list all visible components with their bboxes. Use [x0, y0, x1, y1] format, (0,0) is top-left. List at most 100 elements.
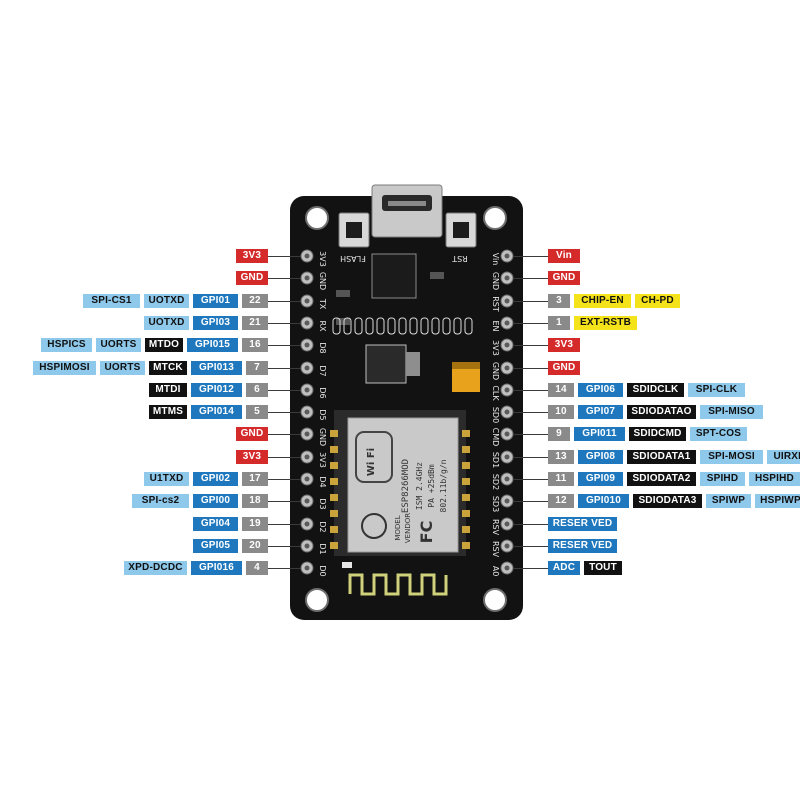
pin-label-sdiodata2: SDIODATA2	[627, 472, 696, 486]
module-model-label: MODEL	[394, 515, 402, 540]
pin-label-gpi00: GPI00	[193, 494, 238, 508]
header-pin-hole	[504, 409, 510, 415]
pin-label-hspics: HSPICS	[41, 338, 92, 352]
silk-clk: CLK	[491, 385, 500, 401]
pin-label-gpi015: GPI015	[187, 338, 238, 352]
silk-sd3: SD3	[491, 496, 500, 512]
pin-label-uotxd: UOTXD	[144, 294, 189, 308]
pin-label-hspimosi: HSPIMOSI	[33, 361, 96, 375]
leader-line	[513, 256, 548, 257]
module-shield	[347, 417, 459, 553]
leader-line	[268, 301, 301, 302]
wifi-logo-text: Wi Fi	[366, 448, 377, 476]
capacitor-band	[452, 362, 480, 369]
pin-label-10: 10	[548, 405, 574, 419]
header-pin-hole	[504, 387, 510, 393]
silk-d8: D8	[318, 342, 327, 353]
leader-line	[268, 546, 301, 547]
header-pin-hole	[304, 342, 310, 348]
pin-label-3v3: 3V3	[236, 450, 268, 464]
pin-label-9: 9	[548, 427, 570, 441]
header-pin-hole	[504, 498, 510, 504]
leader-line	[268, 345, 301, 346]
pin-label-uirxd: UIRXD	[767, 450, 800, 464]
silk-gnd: GND	[491, 272, 500, 290]
pin-label-spi-mosi: SPI-MOSI	[700, 450, 763, 464]
pin-label-gpi013: GPI013	[191, 361, 242, 375]
pin-label-reser-ved: RESER VED	[548, 517, 617, 531]
pin-label-4: 4	[246, 561, 268, 575]
pin-label-sdiodata3: SDIODATA3	[633, 494, 702, 508]
wifi-logo-frame	[355, 431, 393, 483]
pin-label-gpi08: GPI08	[578, 450, 623, 464]
pin-label-mtck: MTCK	[149, 361, 187, 375]
pin-label-gpi04: GPI04	[193, 517, 238, 531]
header-pin-hole	[304, 275, 310, 281]
header-pin-hole	[304, 365, 310, 371]
pin-label-mtdi: MTDI	[149, 383, 187, 397]
header-pin-hole	[504, 543, 510, 549]
mounting-hole-bl	[305, 588, 329, 612]
silk-tx: TX	[318, 298, 327, 310]
pin-label-gpi09: GPI09	[578, 472, 623, 486]
pin-label-gpi011: GPI011	[574, 427, 625, 441]
pin-label-16: 16	[242, 338, 268, 352]
vendor-logo-icon	[361, 513, 387, 539]
pin-label-12: 12	[548, 494, 574, 508]
header-pin-hole	[504, 454, 510, 460]
pin-label-sdiodata1: SDIODATA1	[627, 450, 696, 464]
pin-label-gpi012: GPI012	[191, 383, 242, 397]
silk-rsv: RSV	[491, 519, 500, 536]
rst-silk: RST	[452, 254, 468, 263]
pin-label-7: 7	[246, 361, 268, 375]
pin-label-chip-en: CHIP-EN	[574, 294, 631, 308]
flash-silk: FLASH	[340, 254, 366, 263]
leader-line	[268, 412, 301, 413]
pin-label-reser-ved: RESER VED	[548, 539, 617, 553]
header-pin-hole	[504, 476, 510, 482]
pin-label-3: 3	[548, 294, 570, 308]
header-pin-hole	[504, 275, 510, 281]
usb-tongue	[388, 201, 426, 206]
pin-label-tout: TOUT	[584, 561, 622, 575]
fc-mark: FC	[417, 521, 436, 544]
pin-label-spi-miso: SPI-MISO	[700, 405, 763, 419]
silk-sd1: SD1	[491, 452, 500, 468]
pin-label-spi-clk: SPI-CLK	[688, 383, 745, 397]
module-castellations	[330, 430, 470, 549]
component	[430, 272, 444, 279]
module-spec-3: 802.11b/g/n	[439, 459, 448, 512]
pin-label-gpi03: GPI03	[193, 316, 238, 330]
leader-line	[268, 568, 301, 569]
pin-label-6: 6	[246, 383, 268, 397]
header-pin-hole	[304, 521, 310, 527]
regulator-tab	[406, 352, 420, 376]
silk-gnd: GND	[491, 362, 500, 380]
silk-3v3: 3V3	[491, 340, 500, 356]
header-pin-hole	[304, 298, 310, 304]
leader-line	[513, 278, 548, 279]
leader-line	[513, 368, 548, 369]
header-pin-hole	[304, 543, 310, 549]
silk-d5: D5	[318, 409, 327, 420]
silk-vin: Vin	[491, 253, 500, 266]
silk-3v3: 3V3	[318, 452, 327, 468]
silk-d6: D6	[318, 387, 327, 398]
pin-label-gpi014: GPI014	[191, 405, 242, 419]
silk-d1: D1	[318, 543, 327, 554]
silk-d7: D7	[318, 365, 327, 376]
leader-line	[268, 457, 301, 458]
silk-rst: RST	[491, 296, 500, 312]
solder-pad-row	[332, 317, 473, 335]
leader-line	[268, 434, 301, 435]
mounting-hole-tr	[483, 206, 507, 230]
pin-label-sdidcmd: SDIDCMD	[629, 427, 686, 441]
pin-label-gpi06: GPI06	[578, 383, 623, 397]
pcb-antenna	[348, 573, 448, 596]
pin-label-14: 14	[548, 383, 574, 397]
pin-label-spiwp: SPIWP	[706, 494, 751, 508]
leader-line	[513, 457, 548, 458]
header-pin-hole	[304, 409, 310, 415]
